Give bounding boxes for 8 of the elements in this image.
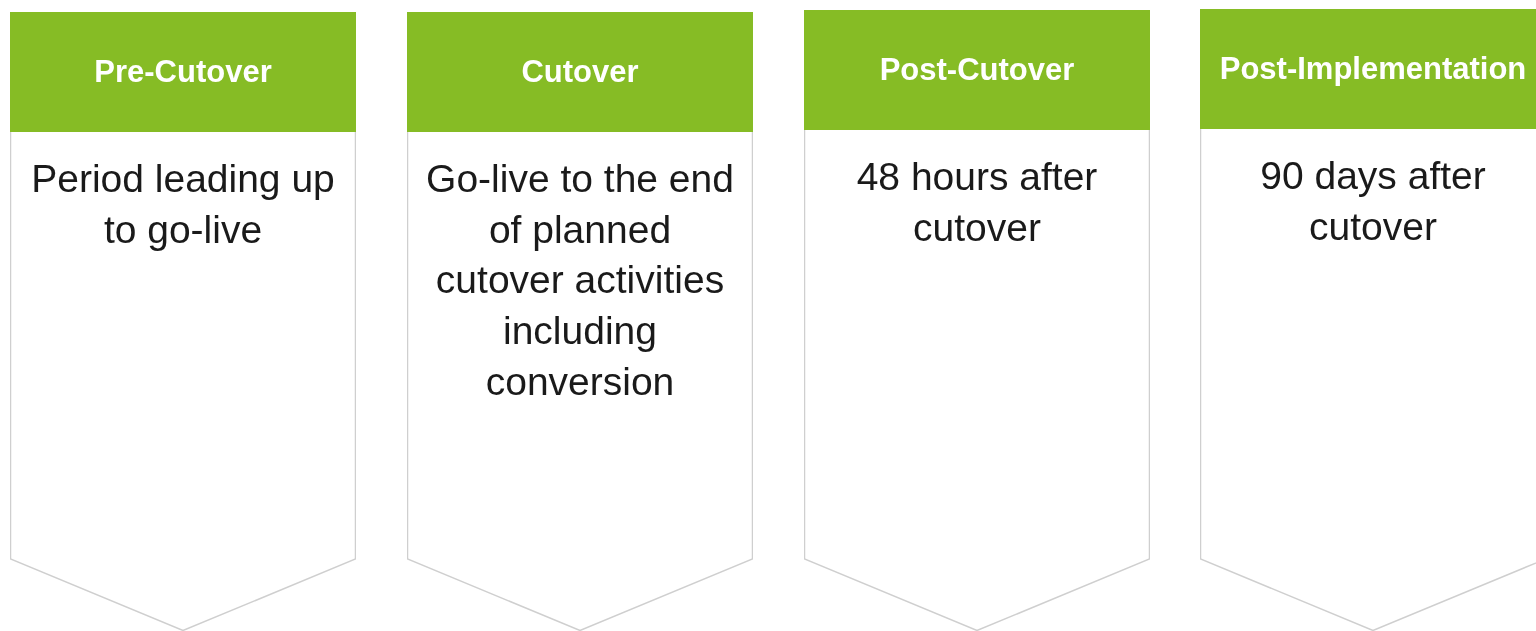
phase-description: 90 days after cutover	[1259, 153, 1487, 250]
phase-header: Post-Cutover	[804, 10, 1150, 130]
phase-description: Go-live to the end of planned cutover activities including conversion	[425, 156, 735, 405]
phase-header: Cutover	[407, 12, 753, 132]
phase-header: Post-Implementation	[1200, 9, 1536, 129]
phase-header: Pre-Cutover	[10, 12, 356, 132]
phase-description: 48 hours after cutover	[855, 154, 1099, 251]
phase-description: Period leading up to go-live	[30, 156, 336, 253]
